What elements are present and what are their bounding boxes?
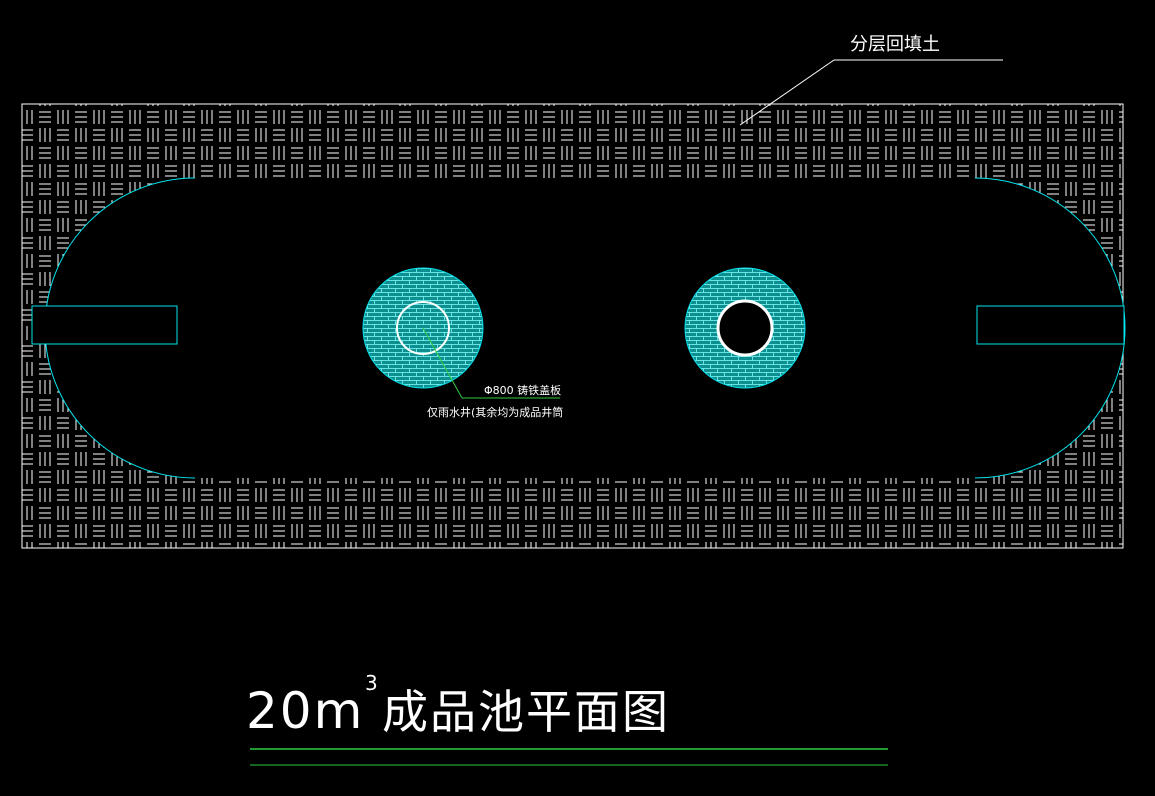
title-underline: [250, 748, 888, 766]
cover-leader: [422, 327, 560, 399]
tank-outline: [44, 177, 1126, 479]
title-superscript: 3: [365, 671, 378, 695]
title-prefix: 20m: [246, 682, 364, 740]
inlet-pipe: [31, 305, 178, 345]
outlet-pipe: [976, 305, 1125, 345]
manhole-right: [684, 267, 806, 389]
title-suffix: 成品池平面图: [382, 685, 670, 739]
shaft-opening: [716, 299, 774, 357]
backfill-leader: [739, 59, 1003, 126]
cover-note-label: 仅雨水井(其余均为成品井筒: [427, 405, 563, 419]
backfill-label: 分层回填土: [850, 34, 940, 55]
cover-spec-label: Φ800 铸铁盖板: [484, 383, 561, 397]
